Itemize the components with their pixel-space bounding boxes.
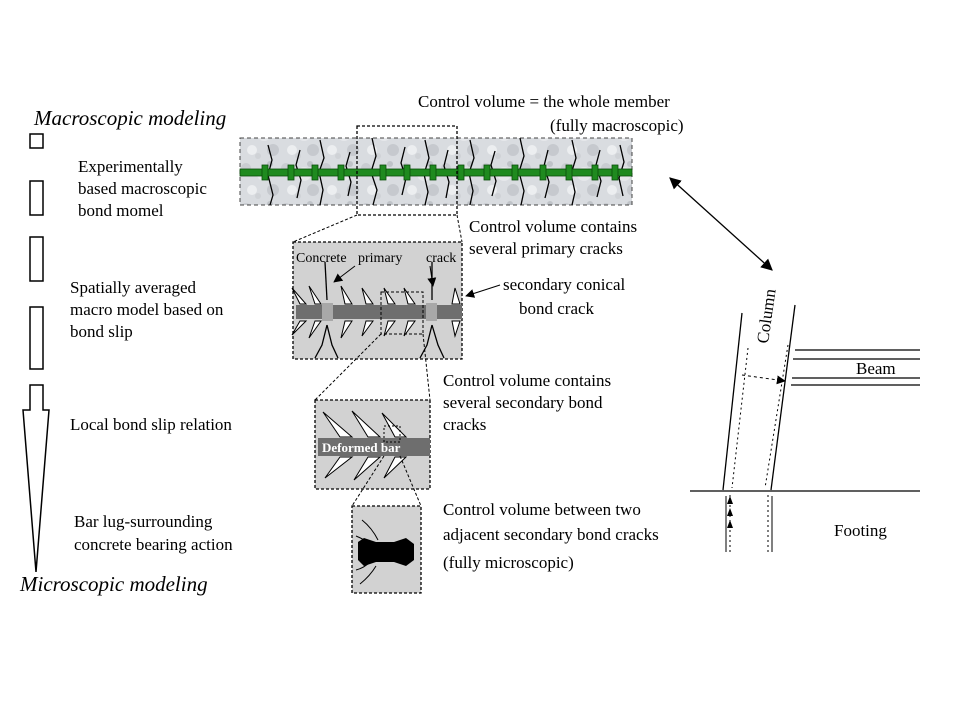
primary-label: primary [358, 251, 402, 266]
level-1-line-2: based macroscopic [78, 179, 207, 198]
zoom-box-3 [383, 425, 401, 443]
footing-arrows [727, 496, 733, 528]
deformed-bar [318, 438, 430, 456]
level-experimental: Experimentally based macroscopic bond mo… [78, 157, 207, 220]
conical-crack-spikes [291, 285, 461, 339]
primary-cracks-panel: Concrete primary crack [291, 241, 463, 360]
secondary-conical-label: secondary conical [503, 275, 626, 294]
control-volume-1-line-2: (fully macroscopic) [550, 116, 684, 135]
microscopic-modeling-label: Microscopic modeling [19, 572, 208, 596]
concrete-label: Concrete [296, 251, 347, 266]
control-volume-1-line-1: Control volume = the whole member [418, 92, 670, 111]
double-headed-arrow [669, 177, 773, 271]
column-left-edge [722, 312, 743, 491]
scale-box-4 [29, 306, 44, 370]
bar-lug-shape [358, 538, 414, 566]
beam-label: Beam [856, 359, 896, 378]
deformed-bar-panel: Deformed bar [314, 399, 431, 490]
level-2-line-3: bond slip [70, 322, 133, 341]
bond-crack-label: bond crack [519, 299, 595, 318]
level-4-line-1: Bar lug-surrounding [74, 512, 213, 531]
control-volume-4-line-1: Control volume between two [443, 500, 641, 519]
zoom-box-2 [380, 291, 424, 335]
control-volume-3-line-3: cracks [443, 415, 486, 434]
bar-lug-panel [351, 505, 422, 594]
control-volume-4-line-2: adjacent secondary bond cracks [443, 525, 659, 544]
primary-crack-lines [314, 261, 445, 359]
beam-rebar-anchorage [741, 374, 786, 385]
footing-label: Footing [834, 521, 887, 540]
level-2-line-1: Spatially averaged [70, 278, 197, 297]
concrete-pointer [333, 265, 356, 283]
level-bar-lug: Bar lug-surrounding concrete bearing act… [74, 512, 233, 554]
crack-label: crack [426, 251, 456, 266]
column-rebar-right [764, 344, 789, 489]
scale-box-3 [29, 236, 44, 282]
crack-pointer [427, 265, 437, 287]
zoom-connector-1 [292, 214, 463, 243]
panel-2-lug-2 [426, 303, 437, 321]
panel-2-lug-1 [322, 303, 333, 321]
deformed-bar-label: Deformed bar [322, 440, 401, 455]
control-volume-3-line-2: several secondary bond [443, 393, 603, 412]
level-3-line-1: Local bond slip relation [70, 415, 232, 434]
member-panel [239, 125, 633, 216]
column-label: Column [753, 287, 780, 344]
panel-2-box [292, 241, 463, 360]
rebar-lugs [261, 164, 619, 181]
panel-2-bar [296, 305, 462, 319]
control-volume-3-line-1: Control volume contains [443, 371, 611, 390]
level-1-line-1: Experimentally [78, 157, 183, 176]
control-volume-2-line-1: Control volume contains [469, 217, 637, 236]
level-4-line-2: concrete bearing action [74, 535, 233, 554]
control-volume-4-line-3: (fully microscopic) [443, 553, 574, 572]
column-right-edge [770, 304, 796, 491]
zoom-connector-3 [351, 455, 422, 507]
scale-box-2 [29, 180, 44, 216]
level-1-line-3: bond momel [78, 201, 164, 220]
scale-down-arrow [22, 384, 50, 573]
scale-progression-arrow [22, 133, 50, 573]
structure-sketch [690, 304, 920, 552]
level-2-line-2: macro model based on [70, 300, 224, 319]
control-volume-2-line-2: several primary cracks [469, 239, 623, 258]
macroscopic-modeling-label: Macroscopic modeling [33, 106, 226, 130]
column-rebar-left [731, 347, 749, 489]
secondary-crack-pointer [465, 284, 501, 298]
level-spatially-averaged: Spatially averaged macro model based on … [70, 278, 224, 341]
scale-box-1 [29, 133, 44, 149]
zoom-box-1 [356, 125, 458, 216]
level-local-bond-slip: Local bond slip relation [70, 415, 232, 434]
zoom-connector-2 [314, 333, 431, 401]
